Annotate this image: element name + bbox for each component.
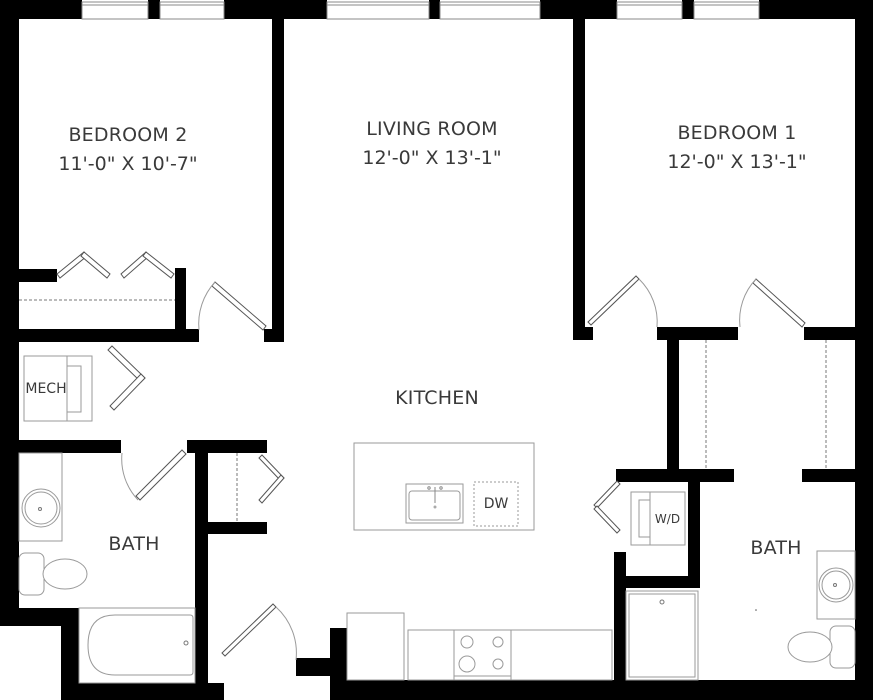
room-dimensions: 12'-0" X 13'-1" xyxy=(362,147,502,169)
room-name: LIVING ROOM xyxy=(366,118,498,140)
bifold-door-bedroom-2-closet-a[interactable] xyxy=(56,251,111,279)
toilet-right xyxy=(787,625,856,669)
room-label-bath-right: BATH xyxy=(750,537,802,559)
washer-dryer xyxy=(630,491,686,546)
interior-walls xyxy=(19,19,855,680)
bifold-door-bedroom-2-closet-b[interactable] xyxy=(120,251,175,279)
vanity-sink-right xyxy=(816,550,856,620)
bathtub xyxy=(78,607,196,684)
room-name: BEDROOM 2 xyxy=(68,124,188,146)
door-bedroom-2[interactable] xyxy=(198,281,267,331)
room-dimensions: 11'-0" X 10'-7" xyxy=(58,153,198,175)
bifold-door-mech[interactable] xyxy=(107,345,146,411)
mech-unit xyxy=(23,355,93,422)
fixtures xyxy=(18,355,856,684)
bifold-door-linen[interactable] xyxy=(258,454,285,504)
fixture-label-washer-dryer: W/D xyxy=(654,512,681,526)
vanity-sink-left xyxy=(18,452,63,542)
room-label-bedroom-1: BEDROOM 1 12'-0" X 13'-1" xyxy=(637,124,837,172)
door-bath-right[interactable] xyxy=(739,278,806,328)
fixture-label-mech: MECH xyxy=(25,381,67,397)
door-entry[interactable] xyxy=(221,603,297,661)
door-bath-left[interactable] xyxy=(121,449,187,501)
shower xyxy=(625,590,699,681)
room-name: BEDROOM 1 xyxy=(677,122,797,144)
bifold-door-washer-dryer[interactable] xyxy=(593,480,621,534)
toilet-left xyxy=(18,552,88,596)
room-label-living-room: LIVING ROOM 12'-0" X 13'-1" xyxy=(332,120,532,168)
doors xyxy=(19,251,827,661)
fixture-label-dishwasher: DW xyxy=(483,496,509,512)
room-label-kitchen: KITCHEN xyxy=(395,387,479,409)
windows xyxy=(81,1,760,20)
kitchen-island xyxy=(353,442,535,531)
room-label-bedroom-2: BEDROOM 2 11'-0" X 10'-7" xyxy=(28,126,228,174)
room-dimensions: 12'-0" X 13'-1" xyxy=(667,151,807,173)
room-label-bath-left: BATH xyxy=(108,533,160,555)
door-bedroom-1[interactable] xyxy=(587,275,658,328)
kitchen-counter xyxy=(346,612,613,681)
